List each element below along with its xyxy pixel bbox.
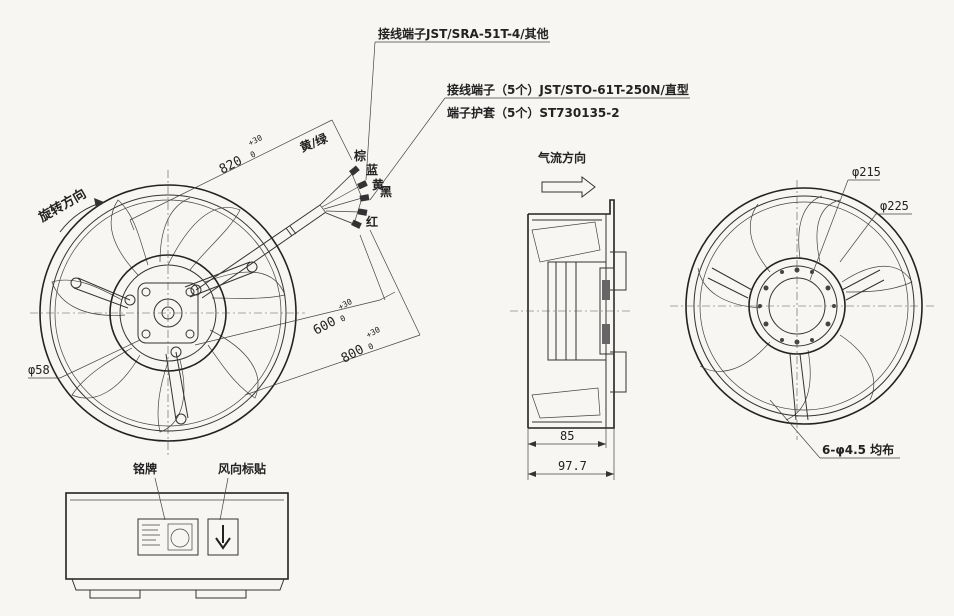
dim-line-800 [244,334,421,396]
label-terminal-cover: 端子护套（5个）ST730135-2 [447,105,620,120]
leader-holes [769,399,900,459]
side-view [510,175,630,480]
wire-yellow-green: 黄/绿 [298,130,331,155]
rear-motor-housing [748,257,846,355]
dim-215: φ215 [852,165,881,179]
dim-225: φ225 [880,199,909,213]
wire-black: 黑 [380,185,392,199]
rear-mount-holes [758,267,836,345]
bottom-housing [65,492,289,580]
label-nameplate: 铭牌 [133,461,157,476]
rear-blades [697,195,913,421]
svg-text:+30: +30 [337,297,354,312]
svg-text:+30: +30 [365,325,382,340]
svg-text:0: 0 [249,149,258,159]
leader-225 [839,213,912,263]
label-holes: 6-φ4.5 均布 [822,442,894,457]
leader-215 [809,179,880,281]
dim-800: 800 [339,342,367,366]
wire-brown: 棕 [353,148,366,163]
front-view [28,119,421,455]
front-cable [195,204,327,299]
dim-line-600 [194,299,381,346]
dim-820: 820 [217,154,245,178]
wire-red: 红 [366,214,378,229]
airflow-sticker [207,518,239,556]
arrow-down-icon [215,525,231,550]
dim-hub-dia: φ58 [28,363,50,377]
front-blades [51,197,286,433]
front-struts [73,261,255,421]
dim-line-820 [129,119,333,221]
svg-text:+30: +30 [247,133,264,148]
svg-text:0: 0 [367,341,376,351]
label-airflow: 气流方向 [537,150,586,165]
wire-yellow: 黄 [372,177,384,192]
label-connector-a: 接线端子JST/SRA-51T-4/其他 [378,26,549,41]
label-connector-b: 接线端子（5个）JST/STO-61T-250N/直型 [447,82,689,97]
wire-blue: 蓝 [366,162,378,177]
dim-600: 600 [311,314,339,338]
label-airflow-sticker: 风向标贴 [218,461,266,476]
front-motor-rim [119,264,217,362]
bottom-view [65,477,289,599]
dim-85: 85 [560,429,574,443]
airflow-arrow [541,175,596,199]
dim-97-7: 97.7 [558,459,587,473]
nameplate-sticker [137,518,199,556]
rear-struts [707,267,885,421]
front-outer-ring [39,184,297,442]
rear-view [670,179,935,459]
front-wire-terminals [349,165,370,229]
side-outline [528,199,615,429]
svg-text:0: 0 [339,313,348,323]
front-wire-bundle [319,173,363,225]
